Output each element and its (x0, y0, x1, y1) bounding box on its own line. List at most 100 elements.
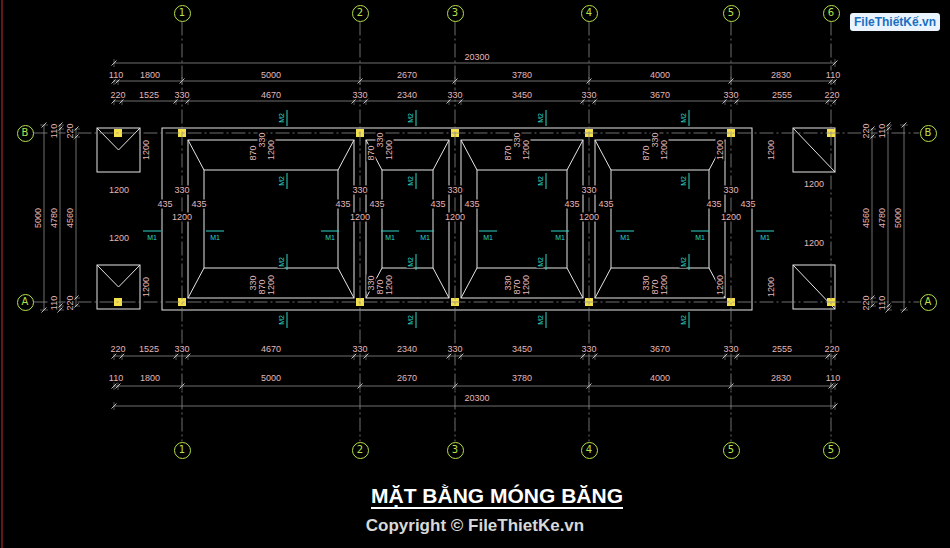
dimension-text: 1200 (522, 139, 531, 161)
dimension-line (872, 129, 873, 306)
dimension-tick (174, 354, 179, 359)
grid-bubble: A (17, 294, 34, 311)
footing-slope (611, 170, 709, 268)
footing-slope (567, 268, 583, 298)
section-line (756, 231, 774, 232)
dimension-text: 1525 (138, 345, 160, 354)
section-mark: M2 (407, 314, 414, 326)
dimension-tick (42, 308, 47, 313)
grid-label: A (925, 297, 932, 307)
grid-bubble: B (17, 125, 34, 142)
dimension-text: 1200 (767, 139, 776, 161)
dimension-text: 1200 (444, 213, 466, 222)
dimension-text: 330 (173, 345, 190, 354)
dimension-text: 330 (651, 131, 660, 148)
dimension-text: 1200 (660, 274, 669, 296)
section-line (689, 110, 690, 126)
dimension-text: 1200 (803, 180, 825, 189)
footing-edge (366, 140, 449, 298)
grid-bubble: 1 (174, 5, 191, 22)
section-line (381, 231, 399, 232)
dimension-line (904, 125, 905, 310)
section-line (143, 231, 161, 232)
section-mark: M2 (278, 314, 285, 326)
footing-slope (188, 140, 204, 170)
dimension-text: 1800 (139, 71, 161, 80)
dimension-text: 330 (446, 345, 463, 354)
footing-slope (793, 128, 835, 172)
dimension-text: 330 (258, 131, 267, 148)
dimension-text: 110 (878, 123, 887, 139)
footing-slope (204, 170, 338, 268)
dimension-text: 3450 (511, 91, 533, 100)
dimension-text: 1200 (108, 186, 130, 195)
dimension-text: 20300 (463, 394, 490, 403)
section-mark: M2 (278, 175, 285, 187)
grid-line (34, 302, 920, 303)
dimension-tick (112, 404, 117, 409)
section-line (689, 173, 690, 189)
dimension-text: 110 (878, 295, 887, 311)
grid-bubble: 2 (352, 5, 369, 22)
dimension-text: 435 (334, 200, 351, 209)
dimension-text: 110 (825, 71, 841, 80)
grid-label: 4 (586, 8, 592, 18)
dimension-text: 330 (722, 186, 739, 195)
section-mark: M2 (407, 112, 414, 124)
dimension-line (114, 63, 835, 64)
section-mark: M2 (537, 112, 544, 124)
section-line (546, 173, 547, 189)
dimension-text: 435 (368, 200, 385, 209)
section-mark: M2 (680, 314, 687, 326)
dimension-text: 435 (739, 200, 756, 209)
dimension-text: 3670 (649, 91, 671, 100)
section-mark: M2 (537, 175, 544, 187)
dimension-text: 435 (705, 200, 722, 209)
dimension-text: 870 (651, 278, 660, 295)
dimension-tick (364, 354, 369, 359)
dimension-line (114, 386, 835, 387)
section-line (546, 312, 547, 328)
section-mark: M2 (407, 175, 414, 187)
dimension-text: 330 (351, 186, 368, 195)
dimension-text: 4780 (878, 207, 887, 229)
section-line (691, 231, 709, 232)
grid-label: 1 (179, 445, 185, 455)
section-mark: M2 (680, 112, 687, 124)
dimension-tick (902, 123, 907, 128)
section-mark: M2 (407, 256, 414, 268)
grid-bubble: 4 (581, 442, 598, 459)
dimension-text: 330 (642, 274, 651, 291)
grid-label: 5 (728, 445, 734, 455)
dimension-tick (112, 354, 117, 359)
dimension-text: 2555 (771, 345, 793, 354)
grid-line (34, 133, 920, 134)
section-line (546, 110, 547, 126)
section-mark: M1 (324, 234, 336, 241)
dimension-text: 1800 (139, 374, 161, 383)
pad-footing (793, 128, 835, 172)
dimension-text: 1200 (267, 274, 276, 296)
dimension-text: 330 (367, 274, 376, 291)
dimension-text: 330 (376, 131, 385, 148)
section-line (416, 110, 417, 126)
dimension-text: 1200 (522, 274, 531, 296)
dimension-line (76, 129, 77, 306)
footing-slope (433, 268, 449, 298)
section-mark: M1 (384, 234, 396, 241)
grid-label: 5 (828, 445, 834, 455)
grid-bubble: 3 (447, 442, 464, 459)
section-line (287, 110, 288, 126)
dimension-text: 4560 (862, 207, 871, 229)
watermark: Copyright © FileThietKe.vn (365, 517, 585, 534)
dimension-text: 5000 (34, 207, 43, 229)
dimension-text: 1200 (142, 139, 151, 161)
section-line (551, 231, 569, 232)
grid-line (731, 22, 732, 442)
grid-line (589, 22, 590, 442)
dimension-text: 110 (50, 123, 59, 139)
grid-bubble: 5 (723, 442, 740, 459)
dimension-text: 330 (351, 345, 368, 354)
